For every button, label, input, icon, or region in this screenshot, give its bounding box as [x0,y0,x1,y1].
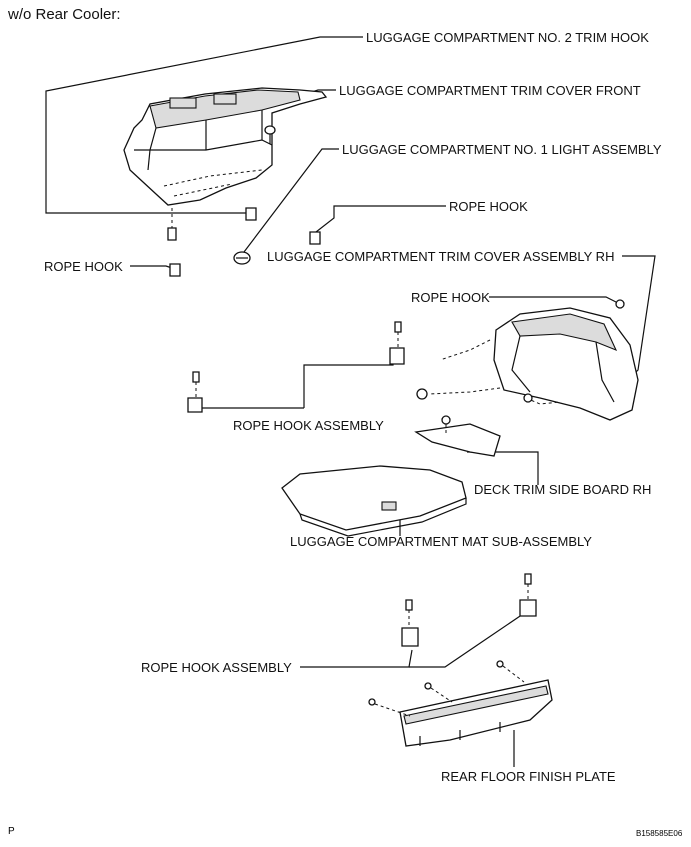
footer-figure-id: B158585E06 [636,829,683,838]
label-rope-hook-left: ROPE HOOK [44,259,123,274]
trim-cover-front-drawing [123,87,328,206]
clip-icons-upper [167,207,321,277]
rope-hook-assembly-2-drawing [401,573,537,647]
label-rear-floor-finish-plate: REAR FLOOR FINISH PLATE [441,769,616,784]
label-rope-hook-upper: ROPE HOOK [449,199,528,214]
mat-drawing [281,465,467,537]
label-mat-sub-assembly: LUGGAGE COMPARTMENT MAT SUB-ASSEMBLY [290,534,592,549]
footer-left-code: P [8,826,15,837]
label-rope-hook-right: ROPE HOOK [411,290,490,305]
label-trim-cover-rh: LUGGAGE COMPARTMENT TRIM COVER ASSEMBLY … [267,249,615,264]
rear-floor-finish-plate-drawing [368,660,553,747]
trim-cover-rh-drawing [416,299,639,421]
label-rope-hook-assembly-1: ROPE HOOK ASSEMBLY [233,418,384,433]
label-rope-hook-assembly-2: ROPE HOOK ASSEMBLY [141,660,292,675]
label-deck-trim-side-board: DECK TRIM SIDE BOARD RH [474,482,652,497]
label-trim-cover-front: LUGGAGE COMPARTMENT TRIM COVER FRONT [339,83,641,98]
label-trim-hook-no2: LUGGAGE COMPARTMENT NO. 2 TRIM HOOK [366,30,649,45]
diagram-title: w/o Rear Cooler: [8,6,121,23]
rope-hook-assembly-1-drawing [187,321,405,413]
deck-trim-side-board-drawing [414,415,501,457]
label-light-assembly: LUGGAGE COMPARTMENT NO. 1 LIGHT ASSEMBLY [342,142,662,157]
